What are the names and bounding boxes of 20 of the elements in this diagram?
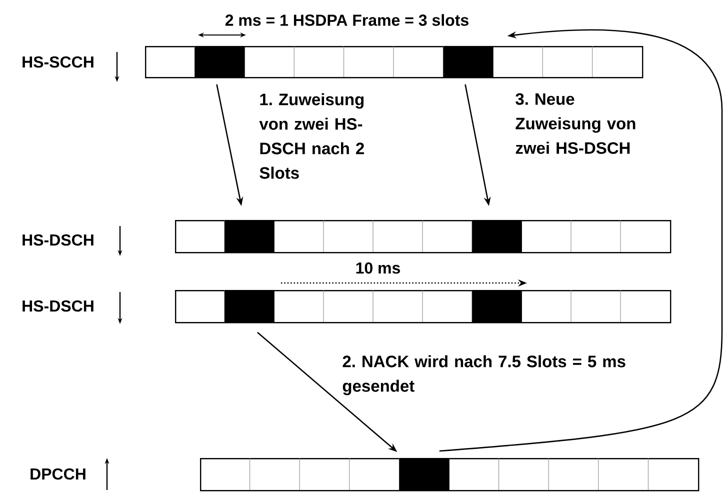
channel-name: HS-SCCH xyxy=(22,56,94,68)
dimension-text: 2 ms = 1 HSDPA Frame = 3 slots xyxy=(225,14,468,26)
filled-slot xyxy=(472,220,522,252)
edge-label: 2. NACK wird nach 7.5 Slots = 5 ms gesendet xyxy=(342,355,626,396)
edge-label: 3. Neue Zuweisung von zwei HS-DSCH xyxy=(516,93,636,154)
channel-name: HS-DSCH xyxy=(22,234,94,246)
slot-bar xyxy=(200,458,700,492)
filled-slot xyxy=(224,290,274,322)
channel-name: DPCCH xyxy=(30,468,86,480)
dimension-text: 10 ms xyxy=(356,262,400,274)
filled-slot xyxy=(443,46,494,78)
filled-slot xyxy=(224,220,274,252)
filled-slot xyxy=(472,290,522,322)
edge-label: 1. Zuweisung von zwei HS-DSCH nach 2 Slots xyxy=(259,93,364,179)
slot-bar xyxy=(175,220,672,254)
filled-slot xyxy=(194,46,245,78)
channel-name: HS-DSCH xyxy=(22,300,94,312)
filled-slot xyxy=(399,458,450,490)
arrow xyxy=(439,29,723,452)
slot-bar xyxy=(175,290,672,324)
